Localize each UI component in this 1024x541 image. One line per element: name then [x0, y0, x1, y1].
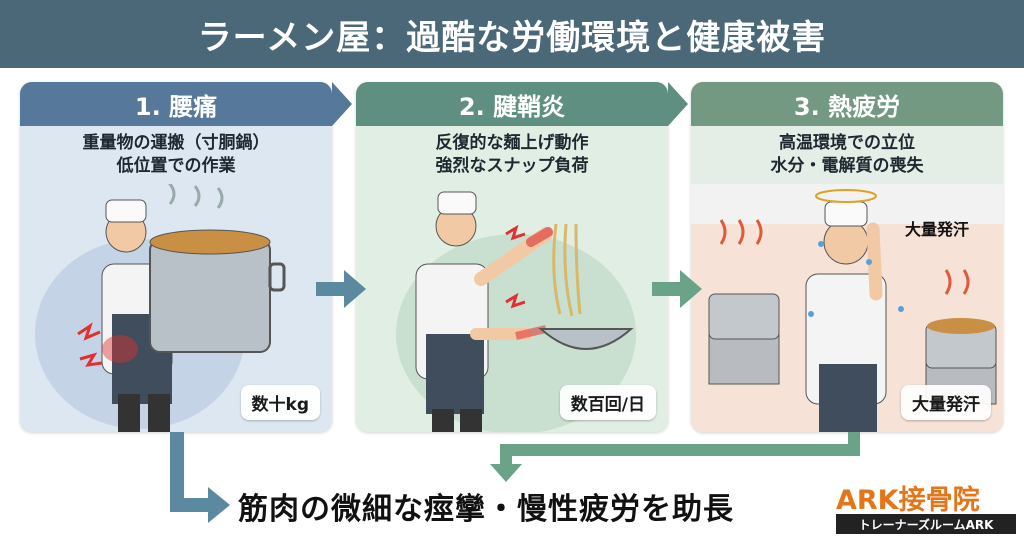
brand-logo: ARK接骨院 トレーナーズルームARK: [836, 478, 1016, 536]
chevron-right-icon: [332, 82, 352, 126]
panel-back-pain: 1. 腰痛 重量物の運搬（寸胴鍋） 低位置での作業: [20, 82, 332, 432]
description-line: 重量物の運搬（寸胴鍋）: [82, 133, 270, 153]
sweat-label: 大量発汗: [905, 220, 970, 239]
arrow-elbow-icon: [170, 432, 230, 523]
sweat-badge: 大量発汗: [901, 385, 991, 420]
description-line: 反復的な麺上げ動作: [435, 133, 589, 153]
conclusion: 筋肉の微細な痙攣・慢性疲労を助長: [238, 492, 734, 527]
description-line: 高温環境での立位: [779, 133, 915, 153]
logo-subtitle: トレーナーズルームARK: [836, 514, 1016, 534]
description-line: 低位置での作業: [116, 156, 236, 176]
panel-description: 重量物の運搬（寸胴鍋） 低位置での作業: [20, 126, 332, 184]
panel-tendonitis: 2. 腱鞘炎 反復的な麺上げ動作 強烈なスナップ負荷: [356, 82, 668, 432]
repetition-badge: 数百回/日: [559, 385, 656, 420]
description-line: 強烈なスナップ負荷: [435, 156, 589, 176]
illustration-cook-carrying-pot: 数十kg: [20, 163, 332, 432]
illustration-cook-in-heat: 大量発汗 大量発汗: [691, 184, 1003, 432]
panel-heading: 1. 腰痛: [20, 82, 332, 126]
panel-description: 高温環境での立位 水分・電解質の喪失: [691, 126, 1003, 184]
panel-description: 反復的な麺上げ動作 強烈なスナップ負荷: [356, 126, 668, 184]
weight-badge: 数十kg: [240, 385, 320, 420]
panel-heat-exhaustion: 3. 熱疲労 高温環境での立位 水分・電解質の喪失: [691, 82, 1003, 432]
panel-heading: 3. 熱疲労: [691, 82, 1003, 126]
page-title: ラーメン屋：過酷な労働環境と健康被害: [0, 0, 1024, 68]
illustration-cook-lifting-noodles: 数百回/日: [356, 184, 668, 432]
chevron-right-icon: [668, 82, 688, 126]
arrow-merge-icon: [490, 432, 860, 482]
logo-main-text: ARK接骨院: [836, 485, 980, 516]
panel-heading: 2. 腱鞘炎: [356, 82, 668, 126]
description-line: 水分・電解質の喪失: [770, 156, 924, 176]
